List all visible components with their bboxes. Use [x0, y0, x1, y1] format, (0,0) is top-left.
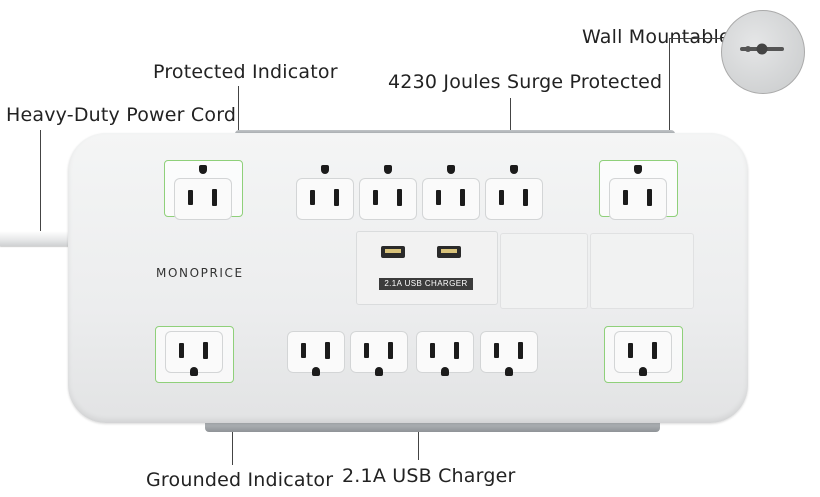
outlet-top-right[interactable] [609, 178, 667, 220]
outlet-bottom-1[interactable] [287, 331, 345, 373]
outlet-slot [373, 190, 378, 205]
joules-label: 4230 Joules Surge Protected [388, 71, 663, 93]
ground-hole [384, 165, 392, 174]
outlet-bottom-2[interactable] [350, 331, 408, 373]
outlet-slot [494, 343, 499, 358]
outlet-slot [325, 342, 330, 359]
outlet-slot [301, 343, 306, 358]
outlet-slot [397, 189, 402, 206]
outlet-slot [647, 189, 652, 206]
ground-hole [441, 367, 449, 376]
grounded-indicator-label: Grounded Indicator [146, 469, 334, 491]
power-cord [0, 231, 72, 246]
ground-hole [199, 165, 207, 174]
blank-panel-1 [500, 233, 588, 309]
usb-charger-label: 2.1A USB Charger [342, 465, 516, 487]
outlet-slot [623, 190, 628, 205]
outlet-slot [518, 342, 523, 359]
outlet-slot [628, 343, 633, 358]
outlet-slot [212, 189, 217, 206]
ground-hole [639, 367, 647, 376]
usb-charger-panel: 2.1A USB CHARGER [356, 231, 498, 305]
outlet-slot [334, 189, 339, 206]
ground-hole [505, 367, 513, 376]
outlet-bottom-3[interactable] [416, 331, 474, 373]
protected-indicator-label: Protected Indicator [153, 61, 338, 83]
outlet-top-1[interactable] [296, 178, 354, 220]
outlet-slot [179, 343, 184, 358]
outlet-slot [364, 343, 369, 358]
outlet-slot [188, 190, 193, 205]
outlet-slot [499, 190, 504, 205]
outlet-slot [310, 190, 315, 205]
outlet-slot [388, 342, 393, 359]
wall-mountable-line [669, 38, 721, 39]
outlet-bottom-4[interactable] [480, 331, 538, 373]
outlet-slot [523, 189, 528, 206]
ground-hole [634, 165, 642, 174]
outlet-slot [460, 189, 465, 206]
outlet-top-4[interactable] [485, 178, 543, 220]
outlet-top-2[interactable] [359, 178, 417, 220]
ground-hole [375, 367, 383, 376]
usb-port-2[interactable] [437, 246, 461, 258]
grounded-indicator-strip [205, 420, 660, 432]
power-cord-label: Heavy-Duty Power Cord [6, 104, 237, 126]
usb-port-1[interactable] [381, 246, 405, 258]
keyhole-icon [740, 43, 784, 55]
outlet-slot [436, 190, 441, 205]
protected-indicator-line [238, 86, 239, 138]
blank-panel-2 [590, 233, 694, 309]
outlet-bottom-right[interactable] [614, 331, 672, 373]
brand-logo: MONOPRICE [156, 266, 244, 280]
outlet-slot [454, 342, 459, 359]
ground-hole [447, 165, 455, 174]
ground-hole [510, 165, 518, 174]
wall-mount-magnifier [721, 10, 805, 94]
wall-mountable-label: Wall Mountable [582, 26, 731, 48]
outlet-top-3[interactable] [422, 178, 480, 220]
outlet-top-left[interactable] [174, 178, 232, 220]
wall-mountable-line-v [669, 38, 670, 148]
outlet-bottom-left[interactable] [165, 331, 223, 373]
outlet-slot [203, 342, 208, 359]
outlet-slot [430, 343, 435, 358]
ground-hole [321, 165, 329, 174]
outlet-slot [652, 342, 657, 359]
ground-hole [312, 367, 320, 376]
usb-charger-text: 2.1A USB CHARGER [379, 278, 473, 290]
grounded-indicator-line [232, 423, 233, 465]
ground-hole [190, 367, 198, 376]
power-cord-line [40, 130, 41, 238]
